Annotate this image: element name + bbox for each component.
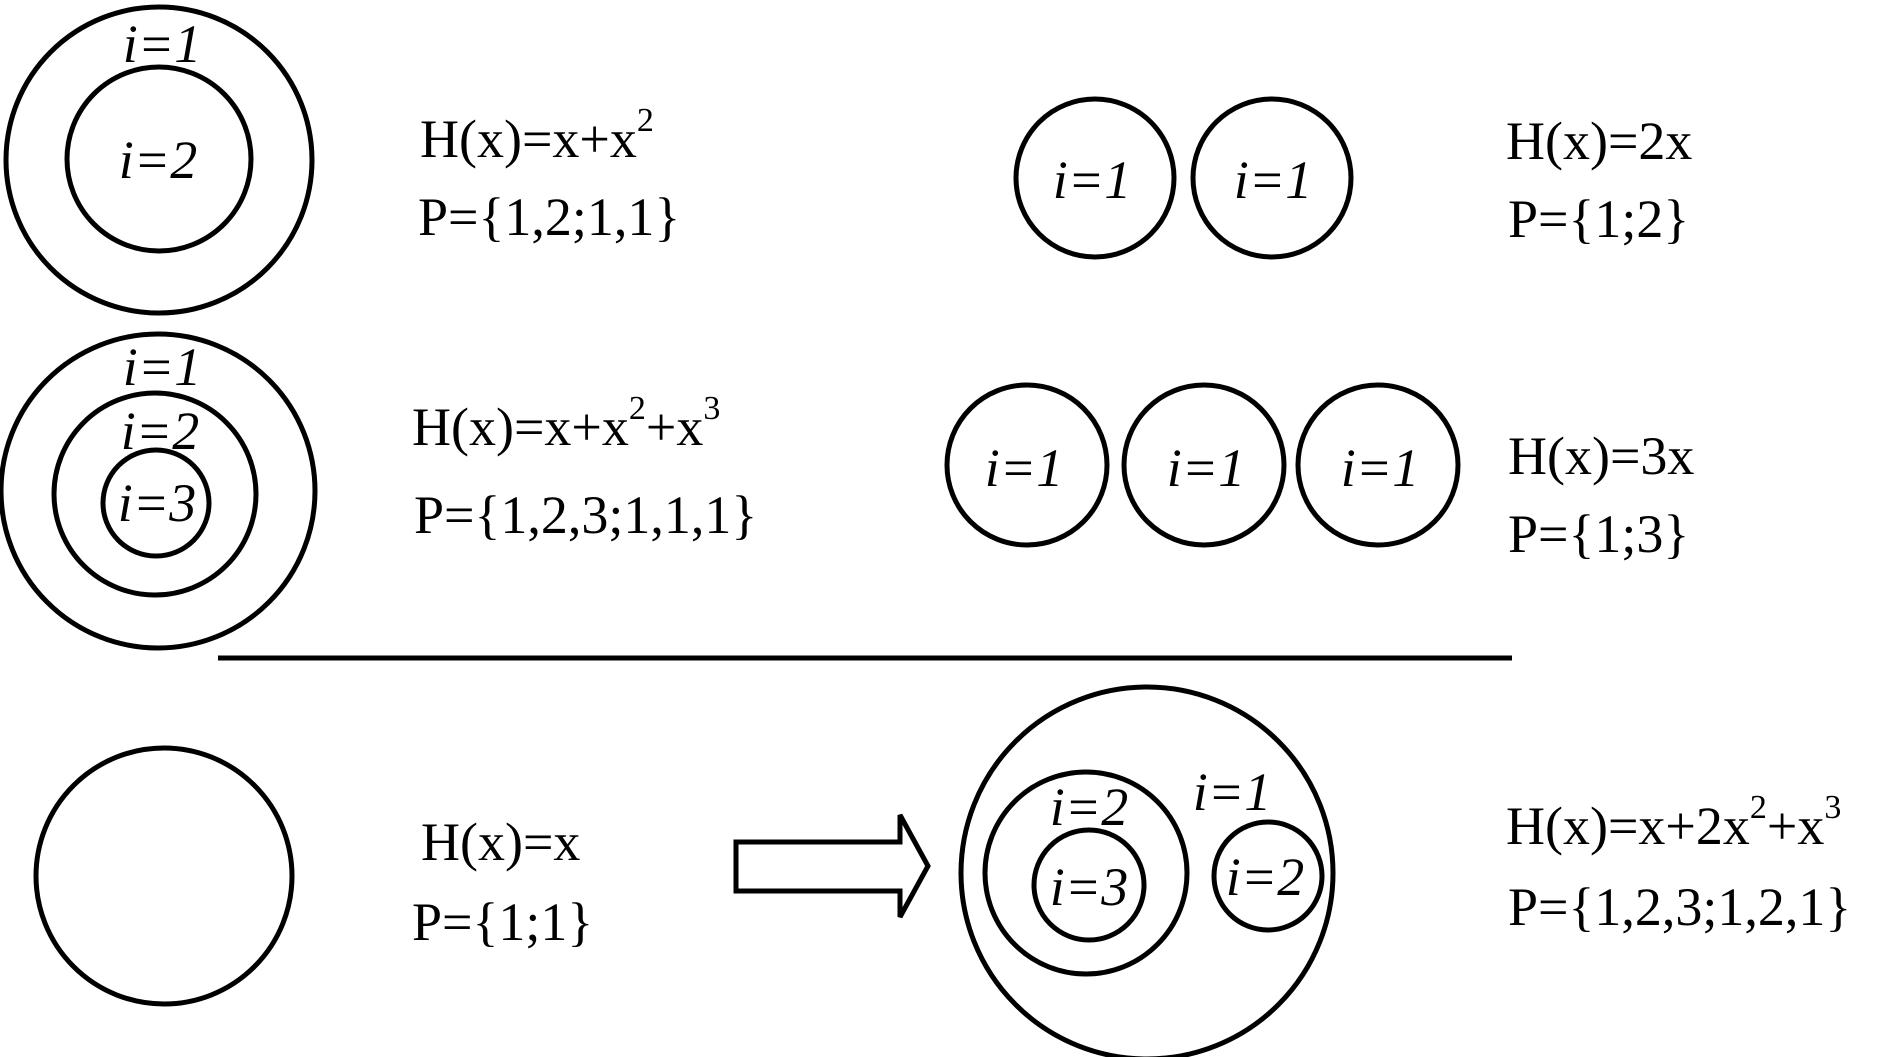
- single-circle: [33, 745, 295, 1007]
- formula-P-1: P={1,2;1,1}: [418, 187, 680, 247]
- label-outer: i=1: [1193, 762, 1271, 822]
- formula-H-6: H(x)=x+2x2+x3: [1506, 789, 1841, 856]
- nest-three-levels: i=1 i=2 i=3: [0, 331, 318, 651]
- label-inner-right: i=2: [1226, 847, 1304, 907]
- formula-P-5: P={1;1}: [412, 892, 593, 952]
- circle-inner-left: [982, 769, 1190, 977]
- formula-P-6: P={1,2,3;1,2,1}: [1508, 877, 1851, 937]
- label-separate-a: i=1: [985, 438, 1063, 498]
- label-level-3: i=3: [118, 473, 196, 533]
- formula-H-2: H(x)=2x: [1506, 111, 1692, 171]
- label-inner-left: i=2: [1050, 777, 1128, 837]
- formula-group-5: H(x)=x P={1;1}: [412, 812, 593, 952]
- label-separate-b: i=1: [1234, 150, 1312, 210]
- circle-innermost: [1031, 827, 1147, 943]
- formula-P-4: P={1;3}: [1508, 504, 1689, 564]
- label-separate-b: i=1: [1167, 438, 1245, 498]
- label-level-2: i=2: [119, 130, 197, 190]
- circle-level-2: [64, 64, 254, 254]
- formula-group-4: H(x)=3x P={1;3}: [1508, 426, 1694, 564]
- formula-H-1: H(x)=x+x2: [420, 102, 654, 169]
- formula-P-3: P={1,2,3;1,1,1}: [414, 485, 757, 545]
- circle-level-1: [3, 4, 315, 316]
- label-separate-c: i=1: [1341, 438, 1419, 498]
- circle-separate-a: [944, 382, 1110, 548]
- circle-separate-c: [1295, 382, 1461, 548]
- circle-level-1: [0, 331, 318, 651]
- label-level-1: i=1: [123, 337, 201, 397]
- circle-level-2: [51, 390, 259, 598]
- combined-structure: i=2 i=3 i=1 i=2: [958, 684, 1336, 1057]
- right-arrow-icon: [733, 813, 931, 919]
- separate-three-circles: i=1 i=1 i=1: [944, 382, 1461, 548]
- circle-level-3: [100, 447, 212, 559]
- circle-separate-b: [1190, 96, 1354, 260]
- formula-H-5: H(x)=x: [421, 812, 580, 872]
- formula-group-1: H(x)=x+x2 P={1,2;1,1}: [418, 102, 680, 247]
- formula-H-4: H(x)=3x: [1508, 426, 1694, 486]
- label-level-2: i=2: [121, 401, 199, 461]
- circle-single: [33, 745, 295, 1007]
- nest-two-levels: i=1 i=2: [3, 4, 315, 316]
- formula-group-6: H(x)=x+2x2+x3 P={1,2,3;1,2,1}: [1506, 789, 1851, 937]
- circle-separate-a: [1013, 96, 1177, 260]
- separate-two-circles: i=1 i=1: [1013, 96, 1354, 260]
- label-separate-a: i=1: [1053, 150, 1131, 210]
- formula-P-2: P={1;2}: [1508, 189, 1689, 249]
- circle-inner-right: [1211, 819, 1325, 933]
- label-level-1: i=1: [123, 14, 201, 74]
- formula-H-3: H(x)=x+x2+x3: [412, 390, 720, 457]
- circle-outer: [958, 684, 1336, 1057]
- circle-separate-b: [1121, 382, 1287, 548]
- formula-group-3: H(x)=x+x2+x3 P={1,2,3;1,1,1}: [412, 390, 757, 545]
- label-innermost: i=3: [1050, 857, 1128, 917]
- formula-group-2: H(x)=2x P={1;2}: [1506, 111, 1692, 249]
